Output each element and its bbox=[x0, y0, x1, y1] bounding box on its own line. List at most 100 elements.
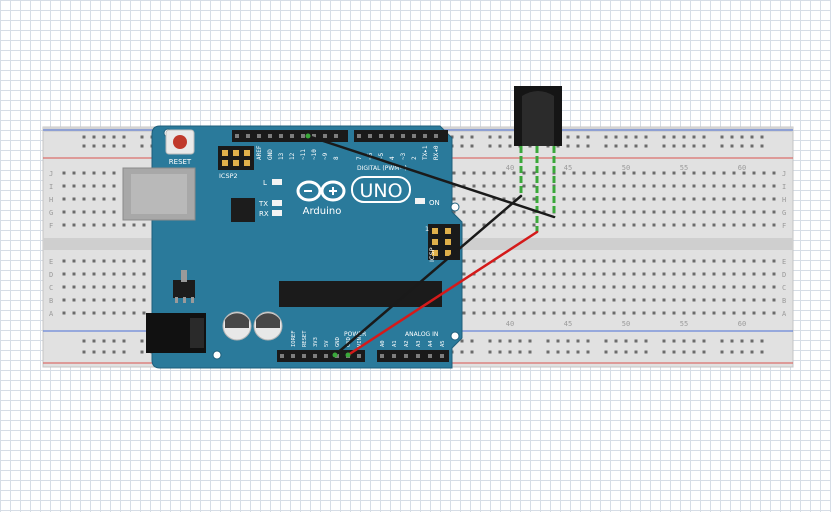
terminal-hole bbox=[772, 285, 776, 289]
terminal-hole bbox=[692, 210, 696, 214]
pin-socket[interactable] bbox=[268, 134, 272, 138]
terminal-hole bbox=[132, 285, 136, 289]
pin-label: ~11 bbox=[300, 149, 307, 160]
led-on bbox=[415, 198, 425, 204]
pin-socket[interactable] bbox=[257, 134, 261, 138]
terminal-hole bbox=[532, 184, 536, 188]
pin-socket[interactable] bbox=[416, 354, 420, 358]
terminal-hole bbox=[732, 223, 736, 227]
pin-socket[interactable] bbox=[434, 134, 438, 138]
pin-socket[interactable] bbox=[379, 134, 383, 138]
terminal-hole bbox=[142, 223, 146, 227]
terminal-hole bbox=[682, 259, 686, 263]
terminal-hole bbox=[132, 223, 136, 227]
pin-socket[interactable] bbox=[246, 134, 250, 138]
rail-hole bbox=[720, 339, 724, 343]
rail-hole bbox=[102, 144, 106, 148]
rail-hole bbox=[508, 339, 512, 343]
pin-socket[interactable] bbox=[368, 134, 372, 138]
rail-hole bbox=[644, 350, 648, 354]
rail-hole bbox=[566, 135, 570, 139]
rail-hole bbox=[614, 135, 618, 139]
pin-socket[interactable] bbox=[404, 354, 408, 358]
terminal-hole bbox=[762, 311, 766, 315]
terminal-hole bbox=[642, 210, 646, 214]
terminal-hole bbox=[102, 210, 106, 214]
terminal-hole bbox=[532, 285, 536, 289]
terminal-hole bbox=[582, 184, 586, 188]
terminal-hole bbox=[132, 311, 136, 315]
pin-socket[interactable] bbox=[290, 134, 294, 138]
rail-hole bbox=[556, 339, 560, 343]
pin-label: A0 bbox=[380, 340, 386, 347]
terminal-hole bbox=[592, 285, 596, 289]
pin-socket[interactable] bbox=[357, 354, 361, 358]
rail-hole bbox=[122, 135, 126, 139]
terminal-hole bbox=[592, 184, 596, 188]
terminal-hole bbox=[92, 259, 96, 263]
pin-label: 7 bbox=[356, 156, 363, 160]
pin-socket[interactable] bbox=[380, 354, 384, 358]
rail-hole bbox=[576, 339, 580, 343]
rail-hole bbox=[720, 135, 724, 139]
rail-hole bbox=[518, 339, 522, 343]
terminal-hole bbox=[452, 171, 456, 175]
wire-end-gnd bbox=[332, 352, 338, 358]
terminal-hole bbox=[722, 298, 726, 302]
pin-label: 4 bbox=[389, 156, 396, 160]
rail-hole bbox=[576, 144, 580, 148]
terminal-hole bbox=[702, 259, 706, 263]
terminal-hole bbox=[82, 171, 86, 175]
terminal-hole bbox=[62, 272, 66, 276]
terminal-hole bbox=[772, 223, 776, 227]
row-letter-a-right: A bbox=[782, 310, 787, 318]
pin-socket[interactable] bbox=[279, 134, 283, 138]
reset-button-cap[interactable] bbox=[173, 135, 187, 149]
pin-socket[interactable] bbox=[412, 134, 416, 138]
terminal-hole bbox=[682, 223, 686, 227]
terminal-hole bbox=[762, 184, 766, 188]
terminal-hole bbox=[652, 298, 656, 302]
pin-label: RX◂0 bbox=[433, 145, 440, 160]
pin-socket[interactable] bbox=[235, 134, 239, 138]
terminal-hole bbox=[92, 197, 96, 201]
wire-5v bbox=[346, 230, 539, 357]
terminal-hole bbox=[72, 171, 76, 175]
terminal-hole bbox=[72, 197, 76, 201]
terminal-hole bbox=[542, 184, 546, 188]
pin-socket[interactable] bbox=[423, 134, 427, 138]
pin-socket[interactable] bbox=[323, 134, 327, 138]
rail-hole bbox=[692, 339, 696, 343]
terminal-hole bbox=[82, 311, 86, 315]
rail-hole bbox=[604, 135, 608, 139]
terminal-hole bbox=[472, 311, 476, 315]
pin-socket[interactable] bbox=[428, 354, 432, 358]
pin-socket[interactable] bbox=[302, 354, 306, 358]
row-letter-j-right: J bbox=[782, 170, 786, 178]
pin-socket[interactable] bbox=[313, 354, 317, 358]
terminal-hole bbox=[762, 223, 766, 227]
pin-socket[interactable] bbox=[357, 134, 361, 138]
column-number-50-top: 50 bbox=[622, 164, 630, 172]
pin-socket[interactable] bbox=[440, 354, 444, 358]
terminal-hole bbox=[92, 184, 96, 188]
wire-end-pin11 bbox=[305, 133, 311, 139]
pin-label: 8 bbox=[333, 156, 340, 160]
terminal-hole bbox=[522, 311, 526, 315]
terminal-hole bbox=[542, 259, 546, 263]
pin-socket[interactable] bbox=[301, 134, 305, 138]
terminal-hole bbox=[132, 298, 136, 302]
pin-socket[interactable] bbox=[401, 134, 405, 138]
pin-socket[interactable] bbox=[324, 354, 328, 358]
pin-socket[interactable] bbox=[291, 354, 295, 358]
pin-socket[interactable] bbox=[280, 354, 284, 358]
terminal-hole bbox=[642, 184, 646, 188]
pin-socket[interactable] bbox=[392, 354, 396, 358]
rail-hole bbox=[662, 144, 666, 148]
pin-socket[interactable] bbox=[312, 134, 316, 138]
row-letter-g: G bbox=[49, 209, 53, 217]
terminal-hole bbox=[522, 223, 526, 227]
terminal-hole bbox=[542, 210, 546, 214]
pin-socket[interactable] bbox=[334, 134, 338, 138]
pin-socket[interactable] bbox=[390, 134, 394, 138]
